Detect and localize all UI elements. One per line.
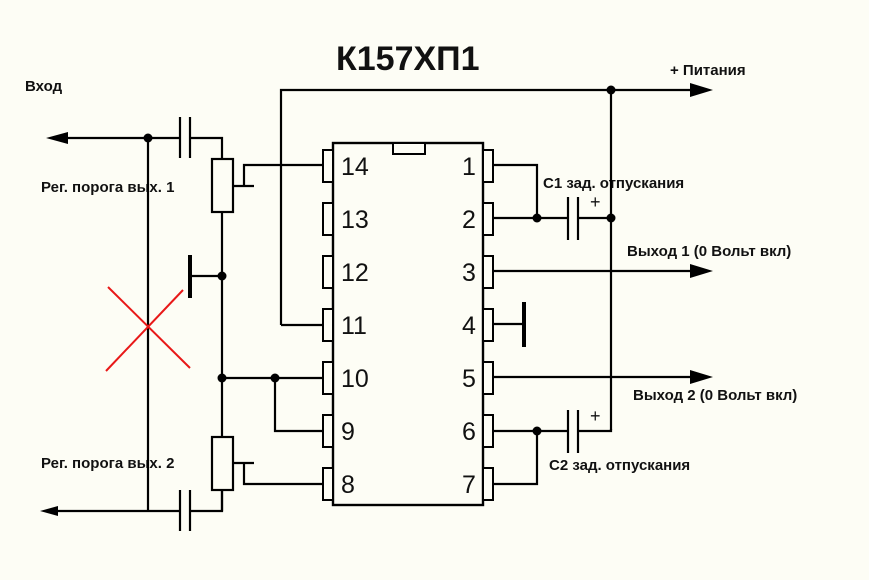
output1-label: Выход 1 (0 Вольт вкл)	[627, 243, 791, 260]
pin-2	[482, 202, 494, 236]
threshold2-label: Рег. порога вых. 2	[41, 455, 174, 472]
c1-label: С1 зад. отпускания	[543, 175, 684, 192]
input-arrow-top	[46, 132, 68, 144]
pin-number: 11	[341, 312, 367, 340]
threshold1-label: Рег. порога вых. 1	[41, 179, 174, 196]
junction-dot	[606, 85, 616, 95]
chip-notch	[392, 142, 426, 155]
cap-to-pot1-wire	[190, 136, 224, 159]
junction-dot	[532, 213, 542, 223]
pin-number: 9	[341, 418, 355, 446]
pin-1	[482, 149, 494, 183]
output1-arrow	[690, 264, 713, 278]
pin-number: 2	[462, 206, 476, 234]
pin-11	[322, 308, 334, 342]
c2-label: С2 зад. отпускания	[549, 457, 690, 474]
pin-number: 1	[462, 153, 476, 181]
pin9-wire	[273, 378, 323, 433]
pin-8	[322, 467, 334, 501]
left-pins	[322, 149, 334, 501]
pin-number: 3	[462, 259, 476, 287]
pin-number: 10	[341, 365, 369, 393]
potentiometer-2	[210, 435, 235, 492]
pot2-to-pin8-wire	[242, 463, 323, 486]
input-arrow-bottom	[40, 506, 58, 516]
cross-mark-line-b	[105, 289, 184, 372]
pin1-wire	[493, 163, 539, 218]
chip-title: К157ХП1	[336, 40, 480, 78]
cross-mark-line-a	[107, 286, 191, 369]
chip-body	[331, 141, 485, 507]
right-pins	[482, 149, 494, 501]
pin-4	[482, 308, 494, 342]
pin-number: 6	[462, 418, 476, 446]
pin-number: 8	[341, 471, 355, 499]
c2-to-power-wire	[578, 429, 613, 433]
junction-dot	[532, 426, 542, 436]
pin7-wire	[493, 431, 539, 486]
pin-9	[322, 414, 334, 448]
pin-number: 12	[341, 259, 369, 287]
power-label: + Питания	[670, 62, 746, 79]
pin-5	[482, 361, 494, 395]
pin-13	[322, 202, 334, 236]
c1-plus-sign: +	[590, 192, 601, 212]
pin-14	[322, 149, 334, 183]
input-label: Вход	[25, 78, 63, 95]
output2-arrow	[690, 370, 713, 384]
pin-7	[482, 467, 494, 501]
pin-12	[322, 255, 334, 289]
pin-number: 13	[341, 206, 369, 234]
output2-label: Выход 2 (0 Вольт вкл)	[633, 387, 797, 404]
c2-plus-sign: +	[590, 406, 601, 426]
pot1-to-pin14-wire	[242, 163, 323, 186]
power-rail-wire	[279, 88, 690, 325]
power-arrow	[690, 83, 713, 97]
pin-number: 7	[462, 471, 476, 499]
pin-number: 4	[462, 312, 476, 340]
junction-dot	[606, 213, 616, 223]
pin-10	[322, 361, 334, 395]
pin-3	[482, 255, 494, 289]
pin-6	[482, 414, 494, 448]
pin-number: 14	[341, 153, 369, 181]
pin-number: 5	[462, 365, 476, 393]
pot2-to-cap-wire	[190, 490, 224, 513]
potentiometer-1	[210, 157, 235, 214]
